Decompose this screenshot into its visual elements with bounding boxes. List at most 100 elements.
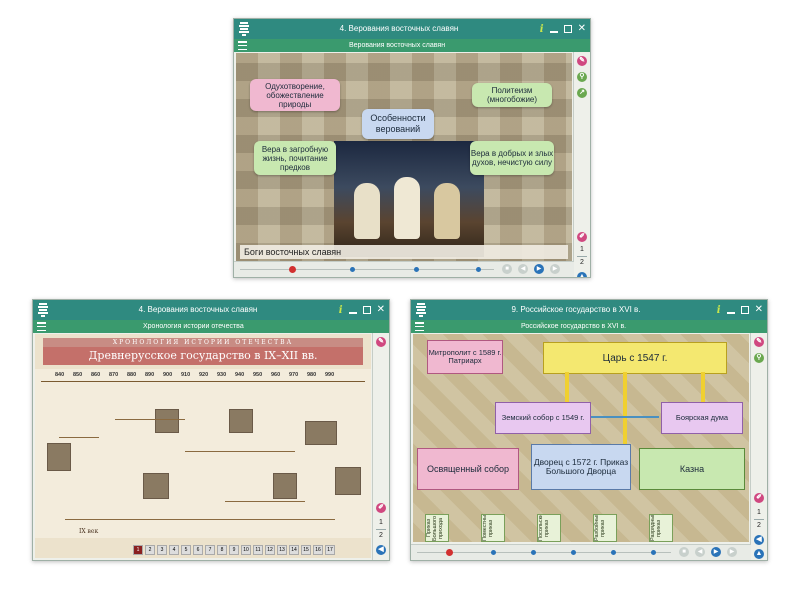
page-number[interactable]: 2 xyxy=(757,522,761,529)
close-icon[interactable]: ✕ xyxy=(754,304,763,315)
magnify-icon[interactable]: ⚲ xyxy=(577,72,587,82)
menu-icon[interactable] xyxy=(238,41,247,50)
page-button[interactable]: 2 xyxy=(145,545,155,555)
bottom-century-label: IX век xyxy=(79,528,99,535)
close-icon[interactable]: ✕ xyxy=(577,23,586,34)
node-bottom-left: Вера в загробную жизнь, почитание предко… xyxy=(254,141,336,175)
page-button[interactable]: 14 xyxy=(289,545,299,555)
prev-page-icon[interactable]: ◀ xyxy=(754,535,764,545)
timeline-dot[interactable] xyxy=(571,550,576,555)
timeline-dot[interactable] xyxy=(611,550,616,555)
page-button[interactable]: 7 xyxy=(205,545,215,555)
minimize-icon[interactable] xyxy=(348,311,357,314)
maximize-icon[interactable] xyxy=(563,25,572,33)
timeline-dot[interactable] xyxy=(651,550,656,555)
page-number[interactable]: 1 xyxy=(379,519,383,526)
window-titlebar[interactable]: 9. Российское государство в XVI в. i ✕ xyxy=(411,300,767,320)
pin-icon[interactable]: ✎ xyxy=(376,337,386,347)
timeline-dot[interactable] xyxy=(531,550,536,555)
page-button[interactable]: 11 xyxy=(253,545,263,555)
timeline-dot[interactable] xyxy=(491,550,496,555)
page-button[interactable]: 17 xyxy=(325,545,335,555)
event-image[interactable] xyxy=(143,473,169,499)
holy-sobor-box: Освященный собор xyxy=(417,448,519,490)
prev-page-icon[interactable]: ▲ xyxy=(577,272,587,277)
timeline-current-marker[interactable] xyxy=(289,266,296,273)
page-divider xyxy=(376,529,386,530)
page-number[interactable]: 2 xyxy=(580,259,584,266)
minimize-icon[interactable] xyxy=(726,311,735,314)
page-button[interactable]: 12 xyxy=(265,545,275,555)
back-icon[interactable]: ◀ xyxy=(695,547,705,557)
page-number[interactable]: 2 xyxy=(379,532,383,539)
page-button[interactable]: 3 xyxy=(157,545,167,555)
app-logo-icon xyxy=(239,22,249,36)
marker-icon[interactable]: ✐ xyxy=(754,493,764,503)
timeline-current-marker[interactable] xyxy=(446,549,453,556)
event-image[interactable] xyxy=(273,473,297,499)
play-icon[interactable]: ▶ xyxy=(550,264,560,274)
slide-content: Одухотворение, обожествление природы Пол… xyxy=(236,53,572,261)
page-button[interactable]: 10 xyxy=(241,545,251,555)
prikaz-column: Приказ Большого прихода xyxy=(425,514,449,542)
window-russian-state: 9. Российское государство в XVI в. i ✕ Р… xyxy=(410,299,768,561)
page-button[interactable]: 16 xyxy=(313,545,323,555)
page-button[interactable]: 1 xyxy=(133,545,143,555)
page-button[interactable]: 13 xyxy=(277,545,287,555)
timeline-dot[interactable] xyxy=(350,267,355,272)
page-button[interactable]: 6 xyxy=(193,545,203,555)
timeline-dot[interactable] xyxy=(476,267,481,272)
maximize-icon[interactable] xyxy=(362,306,371,314)
close-icon[interactable]: ✕ xyxy=(376,304,385,315)
slide-caption: Боги восточных славян xyxy=(240,245,568,259)
window-titlebar[interactable]: 4. Верования восточных славян i ✕ xyxy=(234,19,590,39)
page-number[interactable]: 1 xyxy=(757,509,761,516)
info-icon[interactable]: i xyxy=(338,304,343,316)
stop-icon[interactable]: ■ xyxy=(502,264,512,274)
page-button[interactable]: 4 xyxy=(169,545,179,555)
page-divider xyxy=(754,519,764,520)
minimize-icon[interactable] xyxy=(549,30,558,33)
maximize-icon[interactable] xyxy=(740,306,749,314)
section-bar: Хронология истории отечества xyxy=(33,320,389,333)
menu-icon[interactable] xyxy=(415,322,424,331)
event-image[interactable] xyxy=(335,467,361,495)
up-page-icon[interactable]: ▲ xyxy=(754,549,764,559)
info-icon[interactable]: i xyxy=(539,23,544,35)
marker-icon[interactable]: ✐ xyxy=(376,503,386,513)
forward-icon[interactable]: ▶ xyxy=(534,264,544,274)
page-button[interactable]: 15 xyxy=(301,545,311,555)
marker-icon[interactable]: ✐ xyxy=(577,232,587,242)
magnify-icon[interactable]: ⚲ xyxy=(754,353,764,363)
info-icon[interactable]: i xyxy=(716,304,721,316)
right-panel: ✎ ⚲ ✐ 1 2 ◀ ▲ xyxy=(750,333,767,560)
pin-icon[interactable]: ✎ xyxy=(754,337,764,347)
pin-icon[interactable]: ✎ xyxy=(577,56,587,66)
year-label: 990 xyxy=(325,372,335,378)
play-icon[interactable]: ▶ xyxy=(727,547,737,557)
event-image[interactable] xyxy=(229,409,253,433)
year-label: 930 xyxy=(217,372,227,378)
right-panel: ✎ ⚲ ↗ ✐ 1 2 ▲ xyxy=(573,52,590,277)
menu-icon[interactable] xyxy=(37,322,46,331)
event-bar xyxy=(185,451,295,452)
back-icon[interactable]: ◀ xyxy=(518,264,528,274)
timeline-dot[interactable] xyxy=(414,267,419,272)
page-button[interactable]: 5 xyxy=(181,545,191,555)
event-image[interactable] xyxy=(305,421,337,445)
page-button[interactable]: 9 xyxy=(229,545,239,555)
forward-icon[interactable]: ▶ xyxy=(711,547,721,557)
event-image[interactable] xyxy=(47,443,71,471)
page-button[interactable]: 8 xyxy=(217,545,227,555)
pointer-icon[interactable]: ↗ xyxy=(577,88,587,98)
page-number[interactable]: 1 xyxy=(580,246,584,253)
section-bar: Российское государство в XVI в. xyxy=(411,320,767,333)
year-label: 940 xyxy=(235,372,245,378)
painting-figure xyxy=(434,183,460,239)
event-image[interactable] xyxy=(155,409,179,433)
prev-page-icon[interactable]: ◀ xyxy=(376,545,386,555)
event-bar xyxy=(115,419,185,420)
window-titlebar[interactable]: 4. Верования восточных славян i ✕ xyxy=(33,300,389,320)
stop-icon[interactable]: ■ xyxy=(679,547,689,557)
year-label: 960 xyxy=(271,372,281,378)
